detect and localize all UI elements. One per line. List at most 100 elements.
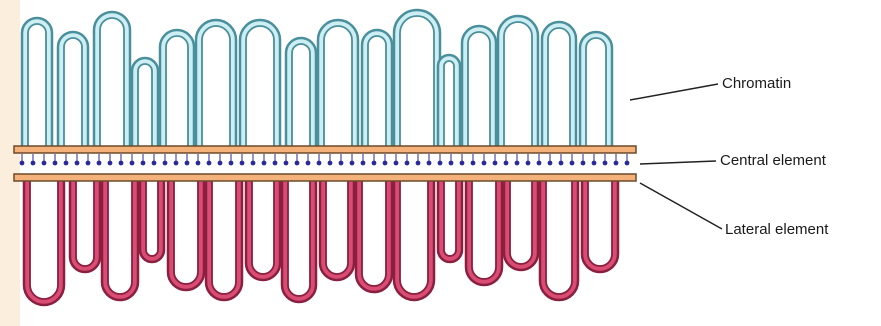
central-element-dot-13	[152, 161, 157, 166]
lateral-element-bottom	[14, 174, 636, 181]
central-element-dot-19	[218, 161, 223, 166]
chromatin-loop-bottom-inner-4	[146, 178, 158, 256]
label-lateral-element: Lateral element	[725, 221, 828, 238]
central-element-dot-39	[438, 161, 443, 166]
central-element-dot-31	[350, 161, 355, 166]
central-element-dot-42	[471, 161, 476, 166]
central-element-dot-46	[515, 161, 520, 166]
central-element-dot-9	[108, 161, 113, 166]
chromatin-loops-top	[22, 10, 612, 148]
chromatin-loop-bottom-inner-2	[76, 178, 94, 266]
central-element-dot-52	[581, 161, 586, 166]
chromatin-loop-bottom-inner-12	[444, 178, 456, 256]
central-element-dot-17	[196, 161, 201, 166]
chromatin-loop-top-inner-1	[28, 24, 46, 148]
central-element-dot-5	[64, 161, 69, 166]
chromatin-loop-top-inner-3	[100, 18, 124, 148]
label-chromatin: Chromatin	[722, 75, 791, 92]
leader-line-lateral-element	[640, 183, 722, 229]
central-element-dot-53	[592, 161, 597, 166]
central-element-dot-28	[317, 161, 322, 166]
label-central-element: Central element	[720, 152, 826, 169]
central-element-dot-51	[570, 161, 575, 166]
central-element-dot-3	[42, 161, 47, 166]
central-element-dot-24	[273, 161, 278, 166]
central-element-dot-50	[559, 161, 564, 166]
chromatin-loop-bottom-inner-1	[30, 178, 58, 299]
central-element-dot-26	[295, 161, 300, 166]
lateral-element-top	[14, 146, 636, 153]
central-element-dot-45	[504, 161, 509, 166]
central-element-dot-15	[174, 161, 179, 166]
background-left-strip	[0, 0, 20, 326]
central-element-dot-54	[603, 161, 608, 166]
chromatin-loop-bottom-inner-14	[510, 178, 532, 264]
central-element-dot-38	[427, 161, 432, 166]
central-element-dot-40	[449, 161, 454, 166]
central-element-dot-14	[163, 161, 168, 166]
central-element-dot-16	[185, 161, 190, 166]
chromatin-loop-top-inner-11	[400, 16, 434, 148]
central-element-dot-25	[284, 161, 289, 166]
central-element-dot-22	[251, 161, 256, 166]
central-element-dot-6	[75, 161, 80, 166]
chromatin-loop-bottom-inner-11	[400, 178, 428, 294]
chromatin-loop-top-inner-14	[504, 22, 532, 148]
chromatin-loop-top-inner-10	[368, 36, 386, 148]
central-element-dot-30	[339, 161, 344, 166]
leader-line-central-element	[640, 161, 716, 164]
central-element-dot-32	[361, 161, 366, 166]
chromatin-loop-bottom-inner-9	[326, 178, 348, 274]
chromatin-loops-bottom	[24, 178, 618, 305]
central-element-dot-56	[625, 161, 630, 166]
chromatin-loop-top-inner-2	[64, 38, 82, 148]
chromatin-loop-top-inner-6	[202, 26, 230, 148]
central-element-dot-20	[229, 161, 234, 166]
chromatin-loop-top-inner-8	[292, 44, 310, 148]
central-element-dot-55	[614, 161, 619, 166]
chromatin-loop-top-inner-9	[324, 26, 352, 148]
central-element-dot-35	[394, 161, 399, 166]
chromatin-loop-top-inner-4	[138, 64, 152, 148]
chromatin-loop-bottom-inner-3	[108, 178, 132, 294]
central-element-dot-11	[130, 161, 135, 166]
chromatin-loop-top-inner-13	[468, 32, 490, 148]
central-element-dot-36	[405, 161, 410, 166]
central-element-dot-23	[262, 161, 267, 166]
chromatin-loop-top-inner-5	[166, 36, 188, 148]
central-element-dot-34	[383, 161, 388, 166]
central-element-dot-12	[141, 161, 146, 166]
central-element	[20, 154, 630, 165]
central-element-dot-29	[328, 161, 333, 166]
central-element-dot-27	[306, 161, 311, 166]
central-element-dot-7	[86, 161, 91, 166]
central-element-dot-1	[20, 161, 25, 166]
central-element-dot-8	[97, 161, 102, 166]
central-element-dot-37	[416, 161, 421, 166]
central-element-dot-18	[207, 161, 212, 166]
chromatin-loop-bottom-inner-15	[546, 178, 572, 294]
central-element-dot-48	[537, 161, 542, 166]
central-element-dot-41	[460, 161, 465, 166]
chromatin-loop-top-inner-7	[246, 26, 274, 148]
central-element-dot-21	[240, 161, 245, 166]
chromatin-loop-bottom-inner-10	[362, 178, 386, 286]
chromatin-loop-top-inner-16	[586, 38, 606, 148]
central-element-dot-43	[482, 161, 487, 166]
chromatin-loop-bottom-inner-16	[588, 178, 612, 266]
leader-line-chromatin	[630, 84, 718, 100]
central-element-dot-2	[31, 161, 36, 166]
chromatin-loop-bottom-inner-8	[288, 178, 310, 296]
central-element-dot-33	[372, 161, 377, 166]
chromatin-loop-bottom-inner-13	[472, 178, 496, 279]
chromatin-loop-top-inner-12	[444, 61, 454, 148]
central-element-dot-10	[119, 161, 124, 166]
chromatin-loop-bottom-inner-6	[212, 178, 236, 294]
central-element-dot-47	[526, 161, 531, 166]
chromatin-loop-bottom-inner-7	[252, 178, 274, 274]
central-element-dot-44	[493, 161, 498, 166]
central-element-dot-49	[548, 161, 553, 166]
chromatin-loop-bottom-inner-5	[174, 178, 198, 284]
central-element-dot-4	[53, 161, 58, 166]
